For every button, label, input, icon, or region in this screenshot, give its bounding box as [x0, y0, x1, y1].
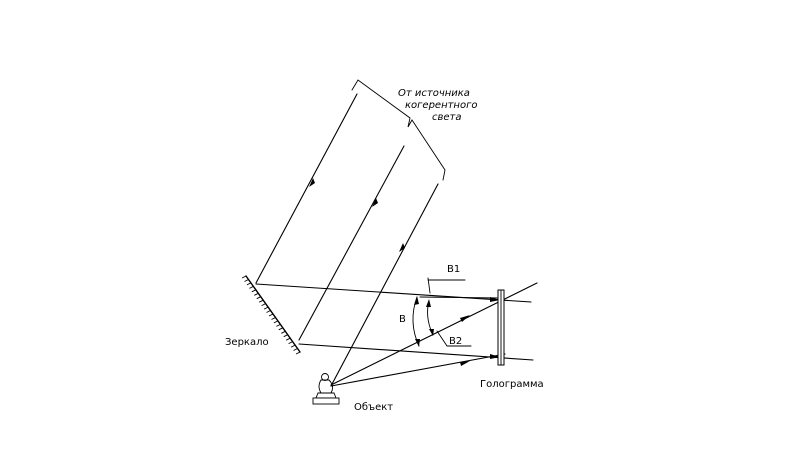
angle-b1-arrow: [426, 299, 431, 307]
mirror-hatch-stroke: [285, 337, 291, 341]
mirror-hatch-stroke: [246, 282, 252, 286]
incident-beam-2: [298, 145, 405, 341]
mirror-hatch-stroke: [288, 341, 293, 345]
mirror-hatch-stroke: [271, 317, 276, 320]
incident-arrow-3: [399, 243, 405, 252]
object-arrow-2: [460, 361, 470, 366]
mirror-hatch-stroke: [254, 292, 259, 296]
source-label-line2: когерентного: [405, 100, 477, 111]
mirror-hatch-stroke: [276, 323, 281, 327]
source-brace: [351, 79, 446, 181]
object-arrow-1: [460, 315, 470, 322]
mirror-hatch-stroke: [249, 285, 254, 289]
mirror-hatch-stroke: [268, 313, 274, 317]
incident-beam-1: [255, 93, 358, 284]
angle-b-label: B: [399, 314, 406, 325]
mirror-hatch-stroke: [281, 330, 286, 334]
mirror-hatch-stroke: [258, 299, 264, 303]
source-label-line3: света: [432, 112, 462, 123]
incident-arrow-2: [372, 198, 378, 207]
mirror-hatch-stroke: [278, 327, 284, 331]
source-label-line1: От источника: [398, 88, 470, 99]
mirror-hatch-stroke: [273, 320, 279, 324]
mirror-hatch-stroke: [290, 344, 296, 348]
angle-b-arrow-bottom: [415, 339, 420, 347]
angle-b2-label: B2: [449, 336, 462, 347]
mirror-label: Зеркало: [225, 337, 269, 348]
mirror-hatch-stroke: [295, 351, 301, 355]
angle-b2-arrow: [429, 329, 434, 336]
object-label: Объект: [354, 402, 393, 413]
mirror-hatching: [241, 275, 301, 355]
mirror-hatch-stroke: [241, 275, 247, 279]
object-beam-1: [330, 282, 538, 386]
hologram-plate: [497, 289, 505, 366]
mirror-hatch-stroke: [244, 279, 249, 282]
mirror-hatch-stroke: [263, 306, 269, 310]
object-figure: [312, 373, 340, 405]
mirror-hatch-stroke: [251, 289, 257, 293]
b2-leader: [436, 330, 448, 347]
b1-tick: [427, 277, 431, 294]
mirror-hatch-stroke: [293, 348, 298, 351]
object-beam-2: [330, 353, 506, 387]
mirror-hatch-stroke: [256, 296, 261, 300]
angle-b1-label: B1: [447, 264, 460, 275]
reference-beam-1: [255, 283, 532, 303]
hologram-label: Голограмма: [480, 379, 544, 390]
mirror-hatch-stroke: [266, 310, 271, 313]
angle-reference-line: [419, 296, 499, 299]
mirror-hatch-stroke: [283, 334, 288, 338]
mirror: [241, 275, 301, 355]
angle-b-arrow-top: [414, 296, 419, 305]
incident-arrow-1: [309, 178, 315, 187]
incident-beam-3: [330, 183, 439, 387]
reference-arrow-2: [490, 354, 500, 359]
mirror-hatch-stroke: [261, 303, 266, 307]
